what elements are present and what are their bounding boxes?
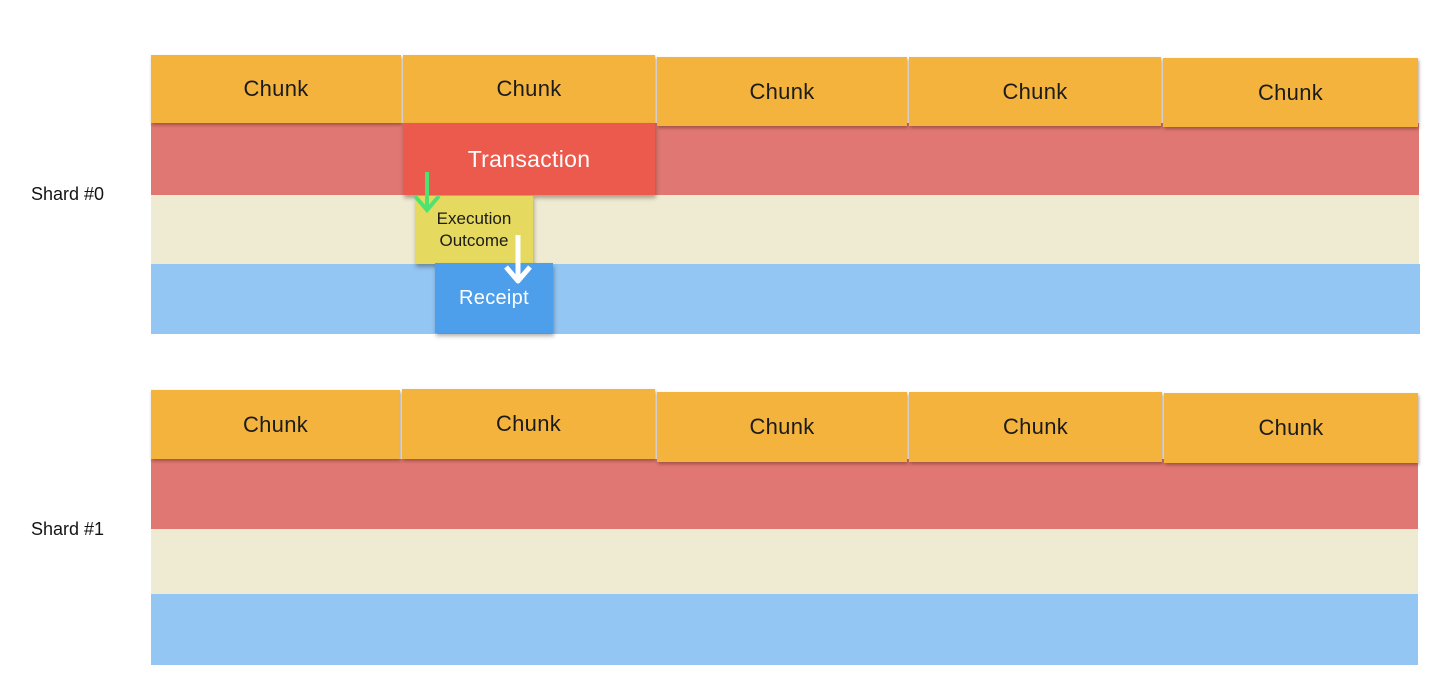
execution-outcome-label-line1: Execution bbox=[436, 209, 512, 228]
shard-0-execution-outcome-lane bbox=[151, 195, 1419, 264]
shard-0-transaction-lane bbox=[151, 123, 1419, 195]
arrow-down-green-icon bbox=[413, 172, 441, 214]
chunk-label: Chunk bbox=[1002, 414, 1069, 439]
shard-0-chunk-3: Chunk bbox=[657, 57, 907, 126]
execution-outcome-box: Execution Outcome bbox=[415, 196, 533, 264]
shard-1-execution-outcome-lane bbox=[151, 529, 1418, 594]
shard-0-chunk-5: Chunk bbox=[1163, 58, 1418, 127]
shard-0-chunk-2: Chunk bbox=[403, 55, 655, 123]
shard-0-receipt-lane bbox=[151, 264, 1420, 334]
shard-1-chunk-2: Chunk bbox=[402, 389, 655, 459]
shard-0-chunk-4: Chunk bbox=[909, 57, 1161, 126]
shard-0-chunk-1: Chunk bbox=[151, 55, 401, 123]
receipt-box: Receipt bbox=[435, 263, 553, 333]
shard-1-chunk-1: Chunk bbox=[151, 390, 400, 459]
receipt-label: Receipt bbox=[459, 286, 529, 309]
shard-1-transaction-lane bbox=[151, 459, 1418, 529]
chunk-label: Chunk bbox=[495, 411, 562, 436]
chunk-label: Chunk bbox=[1258, 415, 1324, 440]
chunk-label: Chunk bbox=[1257, 79, 1324, 105]
transaction-box: Transaction bbox=[403, 123, 655, 195]
shard-1-label: Shard #1 bbox=[31, 519, 105, 539]
shard-1-chunk-4: Chunk bbox=[909, 392, 1162, 462]
execution-outcome-label-line2: Outcome bbox=[439, 231, 509, 250]
shard-0-label: Shard #0 bbox=[31, 184, 105, 204]
shard-1-chunk-3: Chunk bbox=[657, 392, 907, 462]
chunk-label: Chunk bbox=[242, 411, 309, 437]
chunk-label: Chunk bbox=[243, 76, 309, 101]
chunk-label: Chunk bbox=[1002, 78, 1068, 104]
arrow-down-white-icon bbox=[504, 235, 532, 284]
chunk-label: Chunk bbox=[749, 78, 815, 104]
chunk-label: Chunk bbox=[749, 414, 815, 439]
shard-1-receipt-lane bbox=[151, 594, 1418, 665]
transaction-label: Transaction bbox=[467, 145, 591, 172]
chunk-label: Chunk bbox=[496, 76, 562, 101]
shard-1-chunk-5: Chunk bbox=[1164, 393, 1418, 463]
